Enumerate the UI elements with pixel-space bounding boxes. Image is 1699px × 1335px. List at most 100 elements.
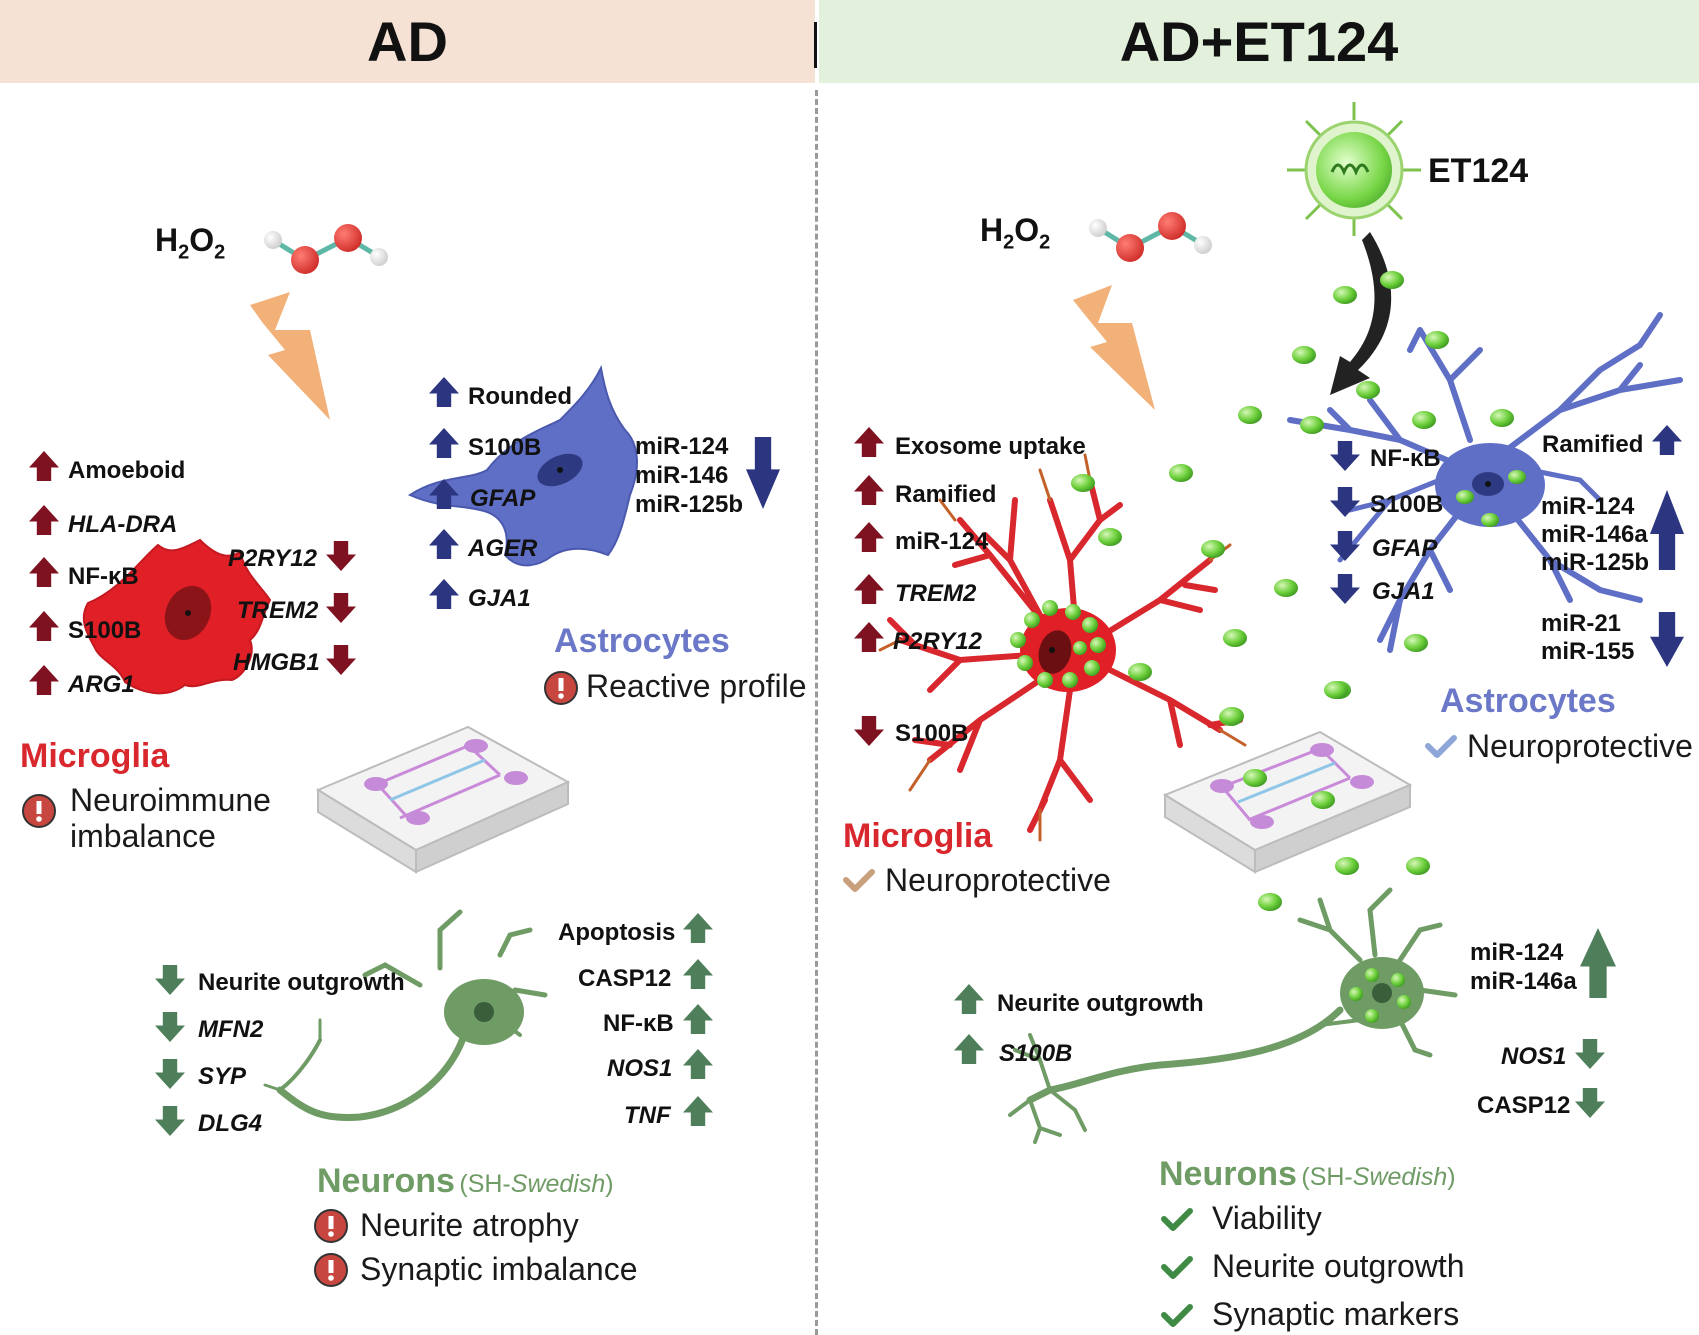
astro-up-ager: AGER [468,535,538,562]
astro-0-up-arrow-icon [429,377,459,407]
astro-r-mirna-125b: miR-125b [1541,549,1650,576]
microglia-down-hmgb1: HMGB1 [233,649,320,676]
h2o2-molecule-left [264,224,388,274]
microglia-d1-down-arrow-icon [326,593,356,623]
h2o2-molecule-right [1089,212,1212,262]
neuron-ru0-up-arrow-icon [954,984,984,1014]
neuron-d0-down-arrow-icon [155,965,185,995]
lightning-icon [250,292,330,420]
microglia-r-up-exosome: Exosome uptake [895,433,1086,460]
astro-ramified-up-arrow-icon [1652,425,1682,455]
neuron-rd0-down-arrow-icon [1575,1039,1605,1069]
microglia-internalized-exosomes [1010,600,1106,688]
neuron-r-mirna-124: miR-124 [1470,939,1564,966]
neurons-title-left: Neurons (SH-Swedish) [317,1162,614,1200]
astro-r-down-gja1: GJA1 [1372,578,1435,605]
astro-up-s100b: S100B [468,434,542,461]
neuron-healthy-cell [1008,887,1458,1144]
neuron-up-nfkb: NF-κB [603,1010,674,1037]
microfluidic-chip-right [1162,730,1413,874]
check-icon [1161,1304,1193,1327]
neuron-r-down-nos1: NOS1 [1501,1043,1567,1070]
microglia-rd-down-arrow-icon [854,716,884,746]
astrocytes-title-right: Astrocytes [1440,682,1616,720]
et124-label: ET124 [1428,152,1529,190]
neuron-u1-up-arrow-icon [683,959,713,989]
neurons-status-left-2: Synaptic imbalance [360,1251,638,1287]
neuron-down-syp: SYP [198,1063,247,1090]
microglia-r-down-s100b: S100B [895,720,969,747]
microglia-r3-up-arrow-icon [854,574,884,604]
microglia-r-up-ramified: Ramified [895,481,997,508]
header-ad-et124-title: AD+ET124 [1119,10,1399,73]
neuron-ru1-up-arrow-icon [954,1034,984,1064]
astro-r-mirna-124: miR-124 [1541,493,1635,520]
microglia-down-trem2: TREM2 [237,597,319,624]
neuron-up-apoptosis: Apoptosis [558,919,676,946]
curved-arrow-icon [1330,232,1392,395]
astro-mirna-125b: miR-125b [635,491,744,518]
neuron-up-tnf: TNF [624,1102,671,1129]
microglia-up-nfkb: NF-κB [68,563,139,590]
astro-r-down-nfkb: NF-κB [1370,445,1441,472]
microglia-d0-down-arrow-icon [326,541,356,571]
astro-r-down-gfap: GFAP [1372,535,1438,562]
microglia-0-up-arrow-icon [29,451,59,481]
neurons-status-right-2: Neurite outgrowth [1212,1248,1465,1284]
header-divider [814,22,817,68]
neuron-mirna-up-arrow-icon [1580,928,1616,998]
header-ad-title: AD [367,10,448,73]
lightning-icon [1073,285,1155,410]
microglia-up-s100b: S100B [68,617,142,644]
neuron-down-mfn2: MFN2 [198,1016,264,1043]
neuron-u2-up-arrow-icon [683,1004,713,1034]
microglia-2-up-arrow-icon [29,557,59,587]
exosome-particles [1071,271,1526,911]
microglia-r-up-p2ry12: P2RY12 [893,628,982,655]
microglia-d2-down-arrow-icon [326,645,356,675]
astrocytes-status-right: Neuroprotective [1467,728,1693,764]
alert-icon [314,1209,348,1243]
neuron-d3-down-arrow-icon [155,1106,185,1136]
neuron-r-down-casp12: CASP12 [1477,1092,1571,1119]
microglia-up-arg1: ARG1 [68,671,135,698]
astro-r-mirna-21: miR-21 [1541,610,1622,637]
status-icons [22,671,1457,1327]
astrocyte-reactive-cell [407,364,638,567]
astro-rd3-down-arrow-icon [1330,574,1360,604]
regulation-arrows [29,377,1684,1136]
neuron-internalized-exosomes [1349,968,1411,1023]
header-ad: AD [0,0,815,83]
check-icon [843,869,875,892]
astro-r-mirna-155: miR-155 [1541,638,1635,665]
panel-divider [815,90,818,1335]
microglia-title-left: Microglia [20,737,170,775]
astro-2-up-arrow-icon [429,479,459,509]
astro-mirna-124: miR-124 [635,433,729,460]
microglia-r1-up-arrow-icon [854,475,884,505]
astro-1-up-arrow-icon [429,428,459,458]
alert-icon [314,1253,348,1287]
microfluidic-chip-left [315,725,571,874]
astro-mirna-down-down-arrow-icon [1650,612,1684,667]
microglia-up-hla-dra: HLA-DRA [68,511,178,538]
microglia-r4-up-arrow-icon [854,622,884,652]
neuron-d2-down-arrow-icon [155,1059,185,1089]
h2o2-label-left: H2O2 [155,222,226,264]
microglia-down-p2ry12: P2RY12 [228,545,317,572]
neuron-rd1-down-arrow-icon [1575,1088,1605,1118]
astro-4-up-arrow-icon [429,579,459,609]
check-icon [1161,1208,1193,1231]
microglia-r2-up-arrow-icon [854,522,884,552]
alert-icon [22,794,56,828]
microglia-3-up-arrow-icon [29,611,59,641]
check-icon [1425,735,1457,758]
astro-mirna-down-arrow-icon [746,437,780,509]
astrocytes-title-left: Astrocytes [554,622,730,660]
astrocytes-status-left: Reactive profile [586,668,807,704]
neurons-status-right-3: Synaptic markers [1212,1296,1460,1332]
neurons-status-right-1: Viability [1212,1200,1322,1236]
check-icon [1161,1256,1193,1279]
astrocyte-ramified-cell [1287,312,1683,653]
